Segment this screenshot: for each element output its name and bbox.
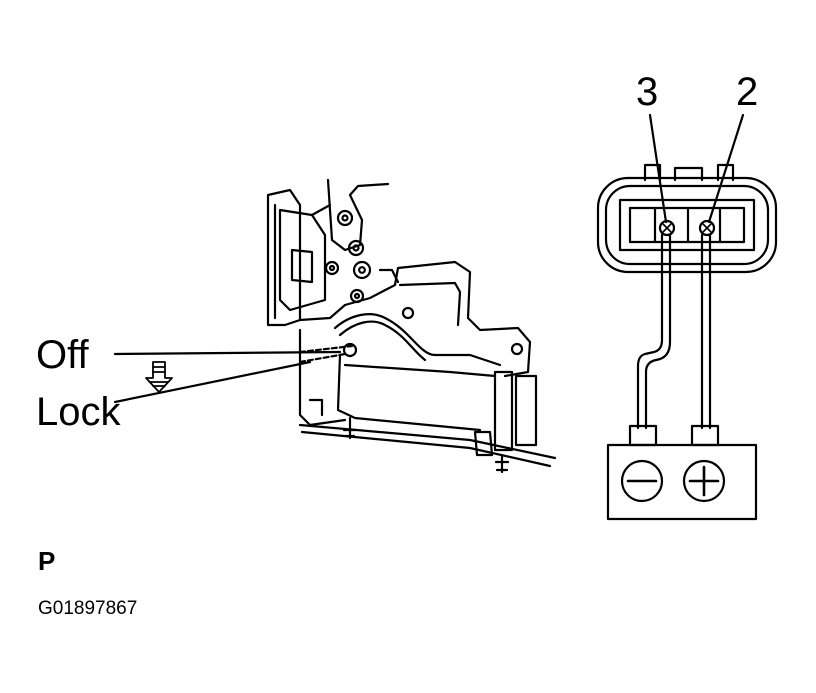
terminal-3-leader — [650, 115, 666, 222]
wire-positive — [702, 235, 710, 428]
door-lock-mechanism — [268, 180, 555, 472]
figure-code: G01897867 — [38, 598, 138, 619]
view-letter: P — [38, 546, 56, 576]
terminal-3-label: 3 — [636, 70, 659, 114]
wire-negative — [638, 235, 670, 428]
down-arrow-icon — [146, 362, 172, 392]
terminal-2-label: 2 — [736, 70, 759, 114]
off-leader-line — [115, 352, 340, 354]
lock-leader-line — [115, 362, 310, 402]
terminal-2-leader — [709, 115, 743, 222]
minus-icon — [622, 461, 662, 501]
off-label: Off — [36, 333, 89, 377]
battery — [608, 426, 756, 519]
plus-icon — [684, 461, 724, 501]
terminal-3 — [660, 221, 674, 235]
connector — [598, 165, 776, 272]
lock-label: Lock — [36, 390, 121, 434]
terminal-2 — [700, 221, 714, 235]
